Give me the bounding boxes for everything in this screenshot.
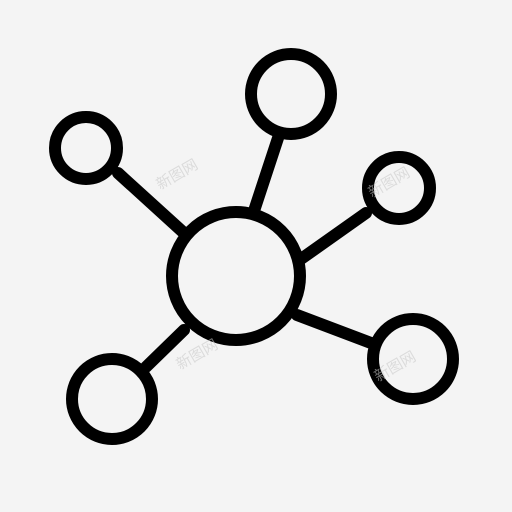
connector-line-lower-right xyxy=(291,309,377,349)
node-top xyxy=(245,48,337,140)
connector-line-top xyxy=(247,129,285,220)
node-upper-left xyxy=(49,111,123,185)
center-hub-node xyxy=(166,206,306,346)
node-lower-right xyxy=(367,313,459,405)
connector-line-lower-left xyxy=(140,324,190,373)
connector-line-upper-left xyxy=(112,167,190,239)
connector-line-right xyxy=(295,207,372,265)
watermark-text: 新图网 xyxy=(153,155,201,193)
node-lower-left xyxy=(66,353,158,445)
node-right xyxy=(362,151,436,225)
